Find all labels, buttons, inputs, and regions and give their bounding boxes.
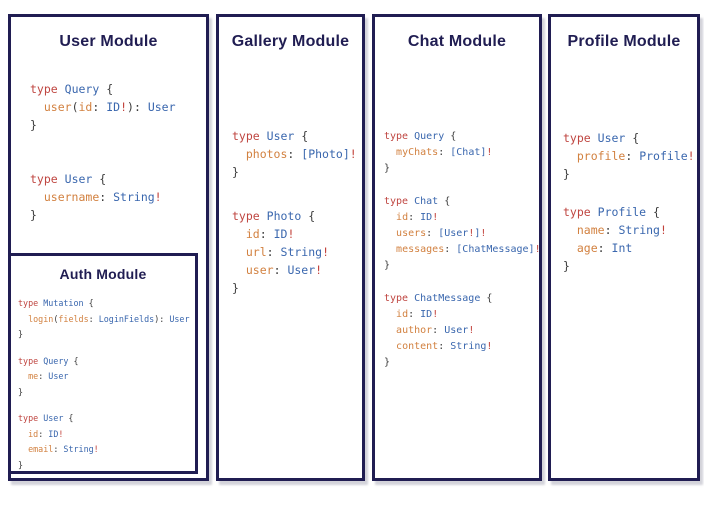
panel-title-chat-module: Chat Module bbox=[407, 33, 507, 50]
code-block-auth-module: type Mutation { login(fields: LoginField… bbox=[18, 298, 190, 470]
panel-title-profile-module: Profile Module bbox=[567, 33, 681, 50]
code-block-gallery-module: type User { photos: [Photo]! }type Photo… bbox=[232, 129, 357, 295]
code-block-user-module: type Query { user(id: ID!): User }type U… bbox=[30, 82, 176, 222]
panel-title-gallery-module: Gallery Module bbox=[231, 33, 350, 50]
panel-chat-module: Chat Module type Query { myChats: [Chat]… bbox=[372, 14, 542, 481]
code-block-chat-module: type Query { myChats: [Chat]! }type Chat… bbox=[384, 131, 541, 368]
nested-panel-auth-module: Auth Module type Mutation { login(fields… bbox=[8, 253, 198, 474]
panel-user-module: User Module type Query { user(id: ID!): … bbox=[8, 14, 209, 481]
code-block-profile-module: type User { profile: Profile! }type Prof… bbox=[563, 131, 695, 273]
panel-title-auth-module: Auth Module bbox=[59, 266, 147, 282]
panel-title-user-module: User Module bbox=[59, 33, 158, 50]
panel-profile-module: Profile Module type User { profile: Prof… bbox=[548, 14, 700, 481]
panel-gallery-module: Gallery Module type User { photos: [Phot… bbox=[216, 14, 365, 481]
